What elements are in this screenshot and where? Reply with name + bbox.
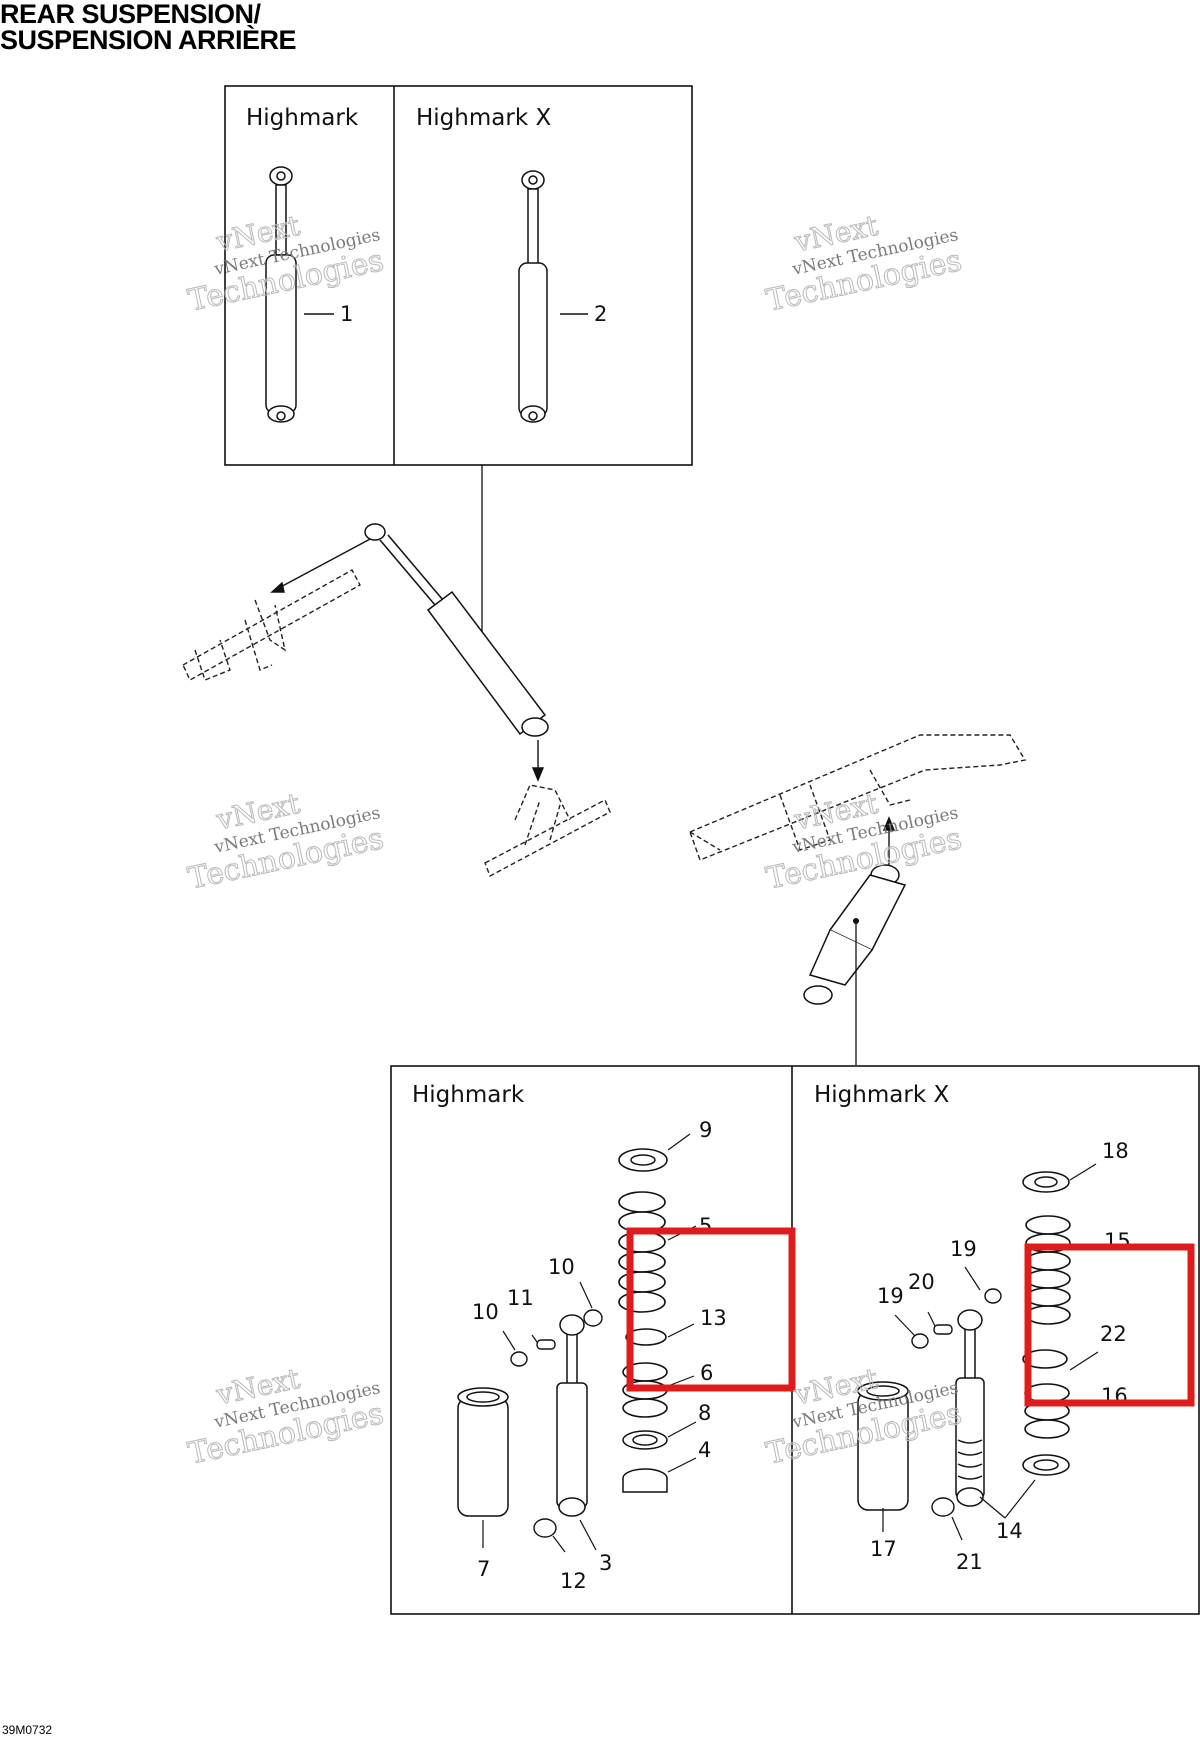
callout-10b: 10 bbox=[472, 1300, 499, 1324]
bottom-left-panel-label: Highmark bbox=[412, 1082, 525, 1108]
spring-retainer-9 bbox=[618, 1148, 668, 1172]
damper-14 bbox=[955, 1309, 985, 1507]
bottom-right-panel-label: Highmark X bbox=[814, 1082, 949, 1108]
highlight-box-left bbox=[626, 1227, 796, 1392]
callout-7: 7 bbox=[477, 1557, 490, 1581]
spring-5 bbox=[618, 1191, 666, 1313]
damper-3 bbox=[556, 1314, 588, 1517]
callout-6: 6 bbox=[700, 1361, 713, 1385]
reservoir-7 bbox=[457, 1387, 509, 1517]
small-hardware-left bbox=[510, 1309, 603, 1538]
small-hardware-right bbox=[911, 1288, 1002, 1517]
top-shock-panel bbox=[224, 85, 693, 466]
reservoir-17 bbox=[857, 1381, 909, 1511]
title-line-2: SUSPENSION ARRIÈRE bbox=[0, 25, 297, 55]
watermark-5: vNext vNext Technologies Technologies bbox=[185, 1361, 387, 1472]
callout-8: 8 bbox=[698, 1401, 711, 1425]
callout-10a: 10 bbox=[548, 1255, 575, 1279]
spring-retainer-18 bbox=[1022, 1171, 1070, 1193]
watermark-2: vNext vNext Technologies Technologies bbox=[763, 208, 965, 319]
lower-bracket bbox=[484, 784, 611, 877]
front-arm-assembly bbox=[182, 569, 361, 681]
spring-16 bbox=[1024, 1383, 1070, 1439]
highlight-box-right bbox=[1024, 1243, 1195, 1407]
washer-8 bbox=[622, 1430, 668, 1450]
callout-12: 12 bbox=[560, 1569, 587, 1593]
callout-13: 13 bbox=[700, 1306, 727, 1330]
top-left-panel-label: Highmark bbox=[246, 105, 359, 131]
watermark-3: vNext vNext Technologies Technologies bbox=[185, 786, 387, 897]
callout-18: 18 bbox=[1102, 1139, 1129, 1163]
callout-1: 1 bbox=[340, 302, 353, 326]
rear-arm-assembly bbox=[689, 734, 1027, 861]
callout-19b: 19 bbox=[877, 1284, 904, 1308]
shock-absorber-2 bbox=[518, 170, 548, 423]
callout-leaders-right bbox=[882, 1163, 1099, 1541]
callout-21: 21 bbox=[956, 1550, 983, 1574]
callout-2: 2 bbox=[594, 302, 607, 326]
shock-absorber-1 bbox=[265, 166, 297, 423]
callout-20: 20 bbox=[908, 1270, 935, 1294]
front-shock-absorber bbox=[364, 523, 549, 737]
ring-22 bbox=[1022, 1349, 1068, 1369]
callout-14: 14 bbox=[996, 1519, 1023, 1543]
callout-17: 17 bbox=[870, 1537, 897, 1561]
adjuster-nut-4 bbox=[622, 1468, 668, 1493]
title-line-1: REAR SUSPENSION/ bbox=[0, 0, 261, 29]
callout-19a: 19 bbox=[950, 1237, 977, 1261]
callout-4: 4 bbox=[698, 1438, 711, 1462]
callout-9: 9 bbox=[699, 1118, 712, 1142]
top-right-panel-label: Highmark X bbox=[416, 105, 551, 131]
callout-22: 22 bbox=[1100, 1322, 1127, 1346]
callout-3: 3 bbox=[599, 1551, 612, 1575]
ring-13 bbox=[625, 1328, 667, 1346]
document-id: 39M0732 bbox=[2, 1723, 53, 1737]
callout-11: 11 bbox=[507, 1286, 534, 1310]
adjuster-ring-right bbox=[1022, 1454, 1070, 1476]
watermark-4: vNext vNext Technologies Technologies bbox=[763, 786, 965, 897]
spring-15 bbox=[1025, 1215, 1071, 1325]
